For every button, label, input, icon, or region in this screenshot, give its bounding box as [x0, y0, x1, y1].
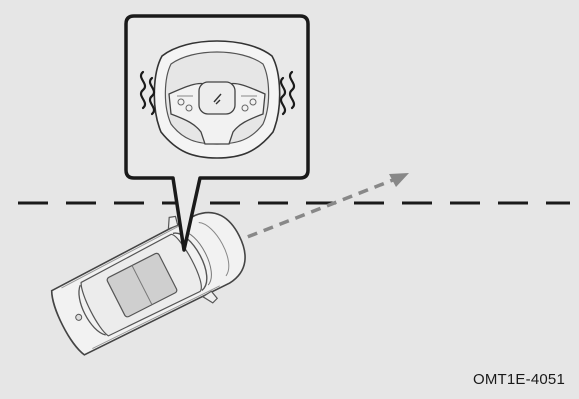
figure-code-label: OMT1E-4051 — [473, 371, 565, 388]
steering-wheel-icon — [154, 41, 279, 158]
direction-arrow-icon — [232, 173, 409, 243]
car-top-view-icon — [41, 193, 261, 368]
